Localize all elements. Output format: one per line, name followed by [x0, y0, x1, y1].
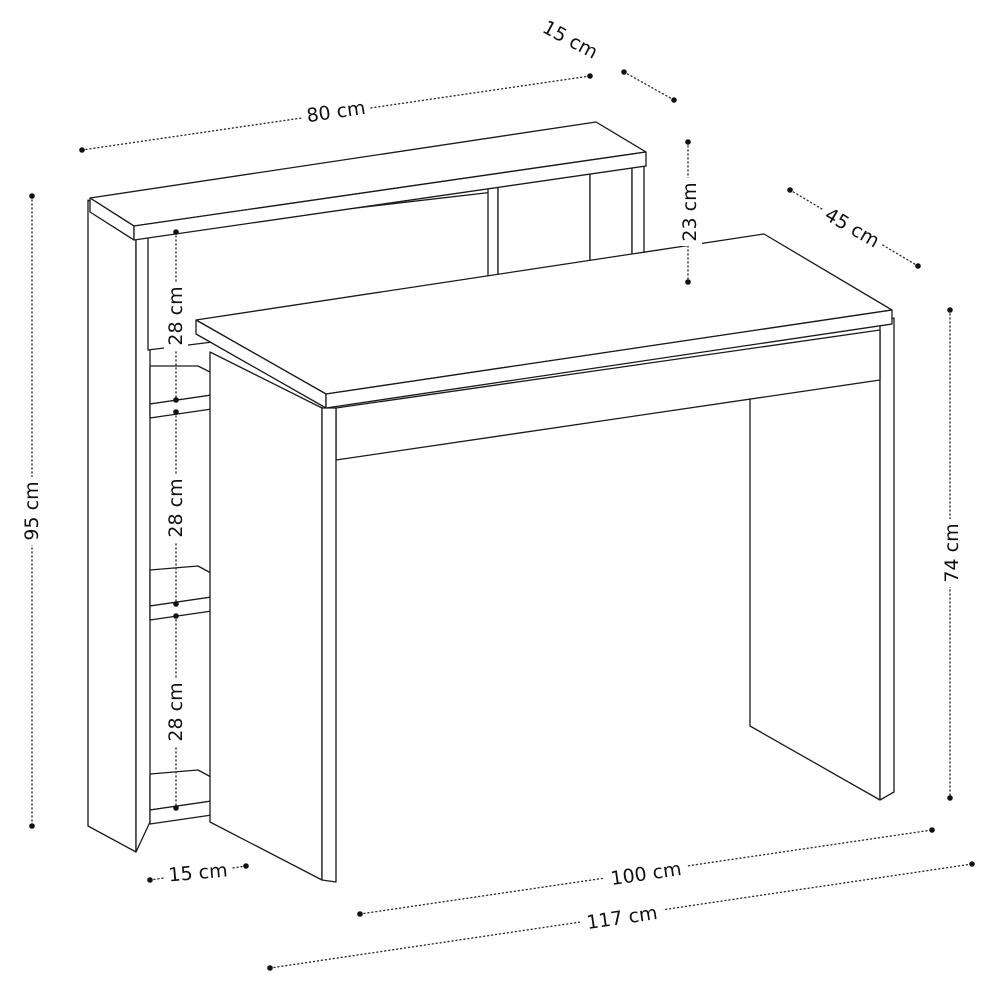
desk-top-side-edge: [325, 309, 893, 409]
hutch-depth-label: 15 cm: [539, 16, 602, 63]
hutch-width-label: 80 cm: [305, 97, 367, 127]
desk-depth-label: 45 cm: [821, 204, 883, 253]
desk-height-label: 74 cm: [941, 523, 963, 582]
shelf-gap-middle-label: 28 cm: [165, 478, 187, 537]
side-unit-width-label: 15 cm: [168, 859, 229, 886]
hutch-divider: [487, 185, 499, 280]
shelf-gap-bottom-label: 28 cm: [165, 682, 187, 741]
hutch-height-label: 23 cm: [679, 182, 701, 241]
desk-left-leg-edge: [321, 407, 337, 883]
desk-left-leg: [209, 351, 323, 881]
desk-illustration: [87, 121, 895, 883]
shelf-gap-top-label: 28 cm: [165, 286, 187, 345]
side-panel-outer: [87, 199, 137, 853]
desk-right-leg: [749, 373, 881, 801]
total-height-label: 95 cm: [21, 481, 43, 540]
desk-right-leg-edge: [879, 317, 895, 801]
hutch-top-side-edge: [133, 151, 647, 241]
